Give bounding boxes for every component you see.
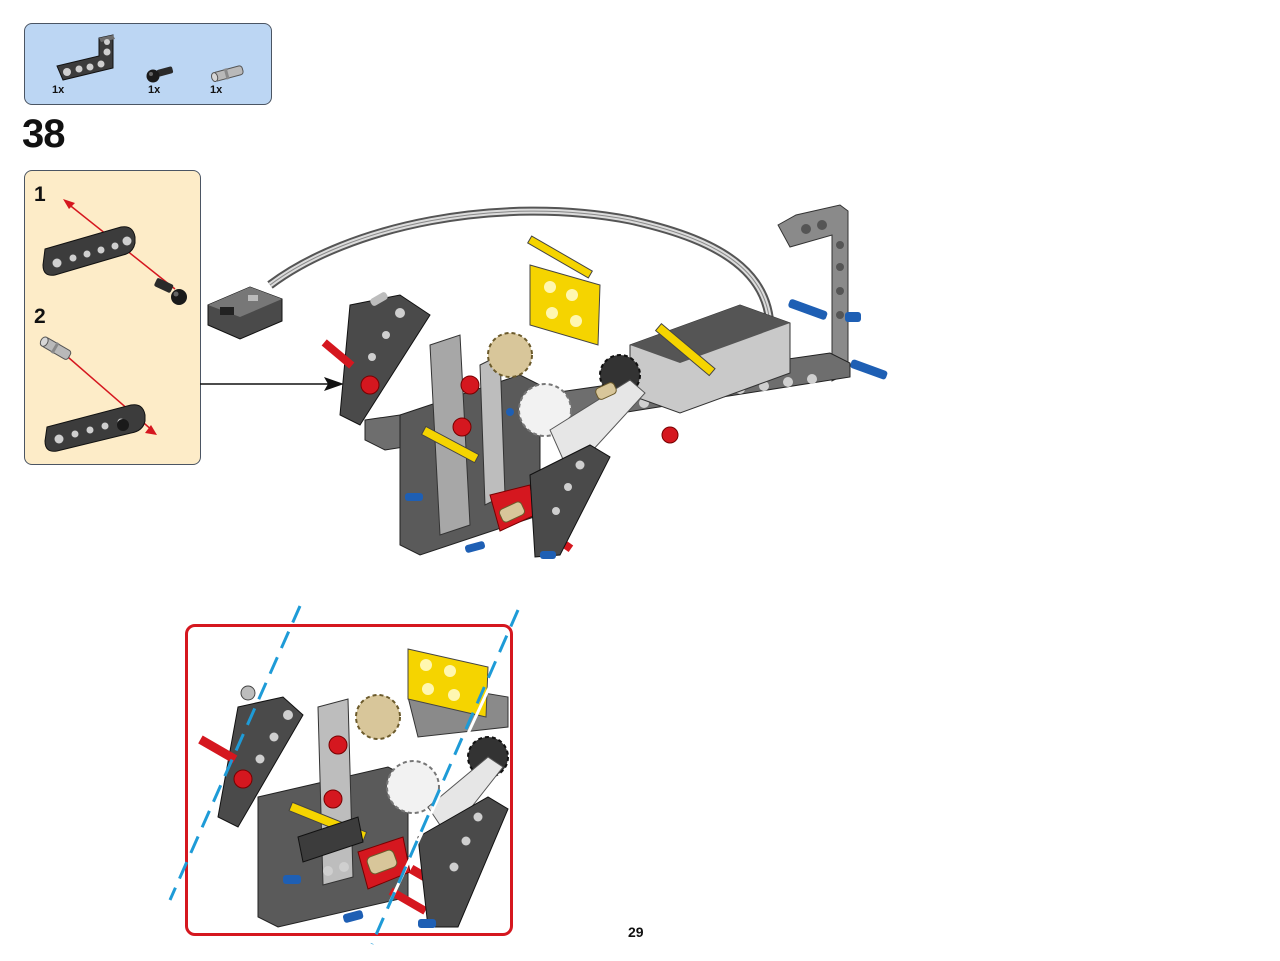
substep-number-1: 1 (34, 183, 46, 206)
detail-view-frame (185, 624, 513, 936)
parts-list-box: 1x 1x 1x (24, 23, 272, 105)
part-qty-2: 1x (148, 84, 161, 96)
l-beam-icon (56, 34, 115, 81)
substep-2-illustration (39, 336, 157, 452)
alignment-guide-lines (168, 605, 520, 945)
cable-connector (207, 286, 283, 340)
detail-assembly-illustration (198, 646, 510, 933)
substep-1-illustration (42, 199, 187, 305)
grey-pin-icon (210, 65, 244, 83)
main-assembly-illustration (207, 204, 888, 559)
part-qty-3: 1x (210, 84, 223, 96)
substep-callout-box: 1 2 (24, 170, 201, 465)
callout-pointer-arrow (200, 377, 344, 391)
page-number: 29 (628, 924, 644, 940)
guide-line-right (370, 609, 520, 945)
part-qty-1: 1x (52, 84, 65, 96)
substep-number-2: 2 (34, 305, 46, 328)
black-pin-icon (146, 66, 174, 83)
step-number: 38 (22, 112, 65, 156)
guide-line-left (168, 605, 302, 901)
